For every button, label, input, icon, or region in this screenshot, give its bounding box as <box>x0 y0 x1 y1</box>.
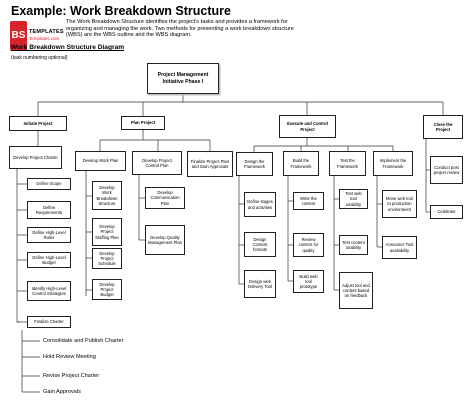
logo-mark: BS <box>10 21 27 51</box>
root-project-box: Project Management Initiative Phase I <box>147 63 219 94</box>
close-item-1: Conduct post project review <box>430 156 463 184</box>
initiate-item-4: Define High-Level Budget <box>27 252 71 268</box>
logo-word: TEMPLATES <box>29 29 64 35</box>
design-framework-box: Design the Framework <box>236 152 273 176</box>
initiate-item-3: Define High-Level Roles <box>27 227 71 243</box>
build-item-2: Review content for quality <box>293 233 324 257</box>
control-item-2: Develop Quality Management Plan <box>145 225 185 255</box>
initiate-item-1: Define Scope <box>27 178 71 190</box>
initiate-project-box: Initiate Project <box>9 116 67 131</box>
logo-sub: Templates.com <box>29 36 60 41</box>
develop-work-plan-box: Develop Work Plan <box>75 151 126 171</box>
implement-item-2: Announce Tool availability <box>382 236 417 259</box>
bottom-item-4: Gain Approvals <box>43 389 81 395</box>
build-item-3: Build web tool prototype <box>293 270 324 293</box>
bottom-item-3: Revise Project Charter <box>43 373 100 379</box>
bottom-item-2: Hold Review Meeting <box>43 354 96 360</box>
implement-framework-box: Implement the Framework <box>373 151 413 176</box>
test-item-1: Test web tool usability <box>339 189 368 209</box>
test-item-2: Test content usability <box>339 235 368 255</box>
work-plan-item-3: Develop Project Schedule <box>92 248 122 269</box>
work-plan-item-1: Develop Work Breakdown Structure <box>92 181 122 210</box>
page-title: Example: Work Breakdown Structure <box>11 4 231 18</box>
test-framework-box: Test the Framework <box>329 151 366 176</box>
intro-paragraph: The Work Breakdown Structure identifies … <box>66 19 294 38</box>
control-item-1: Develop Communication Plan <box>145 187 185 209</box>
design-item-1: Define stages and activities <box>244 192 276 217</box>
control-plan-box: Develop Project Control Plan <box>132 151 182 175</box>
work-plan-item-2: Develop Project Staffing Plan <box>92 218 122 246</box>
close-item-2: Celebrate <box>430 205 463 219</box>
build-framework-box: Build the Framework <box>283 151 319 176</box>
implement-item-1: Move web tool to production environment <box>382 190 417 218</box>
close-project-box: Close the Project <box>423 115 463 139</box>
design-item-3: Design web Delivery Tool <box>244 270 276 298</box>
develop-charter-box: Develop Project Charter <box>9 146 62 169</box>
finalize-plan-box: Finalize Project Plan and Gain Approvals <box>187 151 233 177</box>
execute-project-box: Execute and Control Project <box>279 115 336 138</box>
initiate-item-5: Identify High-Level Control Strategies <box>27 281 71 301</box>
plan-project-box: Plan Project <box>121 116 165 130</box>
numbering-note: (task numbering optional) <box>11 55 68 61</box>
design-item-2: Design Content formats <box>244 232 276 257</box>
templates-logo: BS TEMPLATES Templates.com <box>10 21 64 51</box>
initiate-item-2: Define Requirements <box>27 201 71 219</box>
build-item-1: Write the content <box>293 192 324 210</box>
test-item-3: Adjust tool and content based on feedbac… <box>339 272 373 309</box>
diagram-heading: Work Breakdown Structure Diagram <box>11 44 125 51</box>
work-plan-item-4: Develop Project Budget <box>92 279 122 300</box>
initiate-item-6: Finalize Charter <box>27 316 71 328</box>
bottom-item-1: Consolidate and Publish Charter <box>43 338 124 344</box>
